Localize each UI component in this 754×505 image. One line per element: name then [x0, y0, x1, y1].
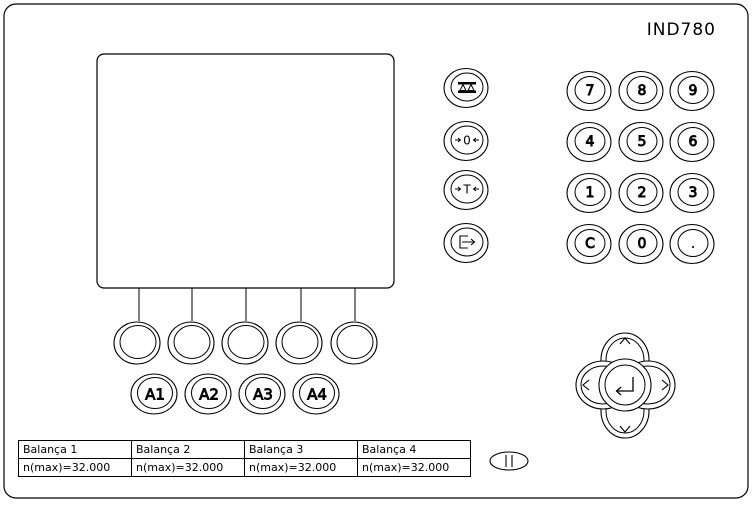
- key-decimal-label: .: [690, 233, 695, 252]
- softkey-1[interactable]: [113, 321, 161, 365]
- key-1[interactable]: 1: [566, 172, 612, 214]
- key-3-label: 3: [689, 185, 698, 201]
- key-4-label: 4: [586, 134, 595, 150]
- key-7[interactable]: 7: [566, 70, 612, 112]
- power-key[interactable]: [489, 451, 529, 471]
- softkey-5[interactable]: [330, 321, 378, 365]
- arrow-right-icon: [661, 379, 669, 391]
- app-key-a4[interactable]: A4: [292, 373, 340, 415]
- display-screen: [96, 53, 395, 289]
- print-icon: [458, 82, 476, 93]
- zero-icon: 0: [455, 134, 479, 148]
- scale-capacity-table: Balança 1 Balança 2 Balança 3 Balança 4 …: [18, 440, 471, 477]
- tare-icon: T: [455, 183, 479, 197]
- app-key-a4-label: A4: [307, 386, 327, 404]
- arrow-left-icon: [582, 379, 590, 391]
- key-clear[interactable]: C: [566, 223, 612, 265]
- clear-tare-icon: [459, 235, 476, 249]
- key-6[interactable]: 6: [669, 121, 715, 163]
- scale-capacity-row: n(max)=32.000 n(max)=32.000 n(max)=32.00…: [18, 458, 471, 477]
- tare-key[interactable]: T: [443, 169, 489, 211]
- navigation-cluster: [575, 332, 676, 439]
- app-key-a2-label: A2: [199, 386, 219, 404]
- key-2-label: 2: [638, 185, 647, 201]
- key-9-label: 9: [689, 83, 698, 99]
- enter-key[interactable]: [598, 358, 652, 412]
- enter-icon: [615, 377, 634, 396]
- app-key-a1-label: A1: [145, 386, 165, 404]
- key-clear-label: C: [585, 236, 595, 252]
- arrow-up-icon: [619, 337, 631, 345]
- key-6-label: 6: [689, 134, 698, 150]
- print-key[interactable]: [443, 67, 489, 109]
- app-key-a3[interactable]: A3: [238, 373, 286, 415]
- key-0[interactable]: 0: [618, 223, 664, 265]
- key-2[interactable]: 2: [618, 172, 664, 214]
- scale-4-capacity: n(max)=32.000: [357, 458, 471, 477]
- zero-key-label: 0: [463, 134, 471, 148]
- key-0-label: 0: [638, 236, 647, 252]
- application-keys: A1 A2 A3 A4: [130, 373, 340, 415]
- key-5-label: 5: [638, 134, 647, 150]
- scale-1-capacity: n(max)=32.000: [18, 458, 132, 477]
- key-8-label: 8: [638, 83, 647, 99]
- zero-key[interactable]: 0: [443, 120, 489, 162]
- power-icon: [505, 455, 513, 467]
- softkey-4[interactable]: [275, 321, 323, 365]
- scale-3-name: Balança 3: [244, 440, 358, 459]
- app-key-a3-label: A3: [253, 386, 273, 404]
- scale-2-capacity: n(max)=32.000: [131, 458, 245, 477]
- softkey-connector-lines: [138, 288, 356, 321]
- key-9[interactable]: 9: [669, 70, 715, 112]
- key-3[interactable]: 3: [669, 172, 715, 214]
- arrow-down-icon: [619, 425, 631, 433]
- key-decimal[interactable]: .: [669, 223, 715, 265]
- key-1-label: 1: [586, 185, 595, 201]
- key-8[interactable]: 8: [618, 70, 664, 112]
- softkey-2[interactable]: [167, 321, 215, 365]
- tare-key-label: T: [462, 183, 471, 197]
- scale-3-capacity: n(max)=32.000: [244, 458, 358, 477]
- key-7-label: 7: [586, 83, 595, 99]
- clear-tare-key[interactable]: [443, 222, 489, 264]
- scale-4-name: Balança 4: [357, 440, 471, 459]
- key-5[interactable]: 5: [618, 121, 664, 163]
- app-key-a1[interactable]: A1: [130, 373, 178, 415]
- function-keys: 0 T: [443, 67, 489, 264]
- model-label: IND780: [647, 20, 716, 40]
- scale-1-name: Balança 1: [18, 440, 132, 459]
- key-4[interactable]: 4: [566, 121, 612, 163]
- app-key-a2[interactable]: A2: [184, 373, 232, 415]
- scale-name-row: Balança 1 Balança 2 Balança 3 Balança 4: [18, 440, 471, 459]
- scale-2-name: Balança 2: [131, 440, 245, 459]
- softkey-row: [113, 321, 378, 365]
- softkey-3[interactable]: [221, 321, 269, 365]
- numeric-keypad: 7 8 9 4 5 6: [566, 70, 715, 265]
